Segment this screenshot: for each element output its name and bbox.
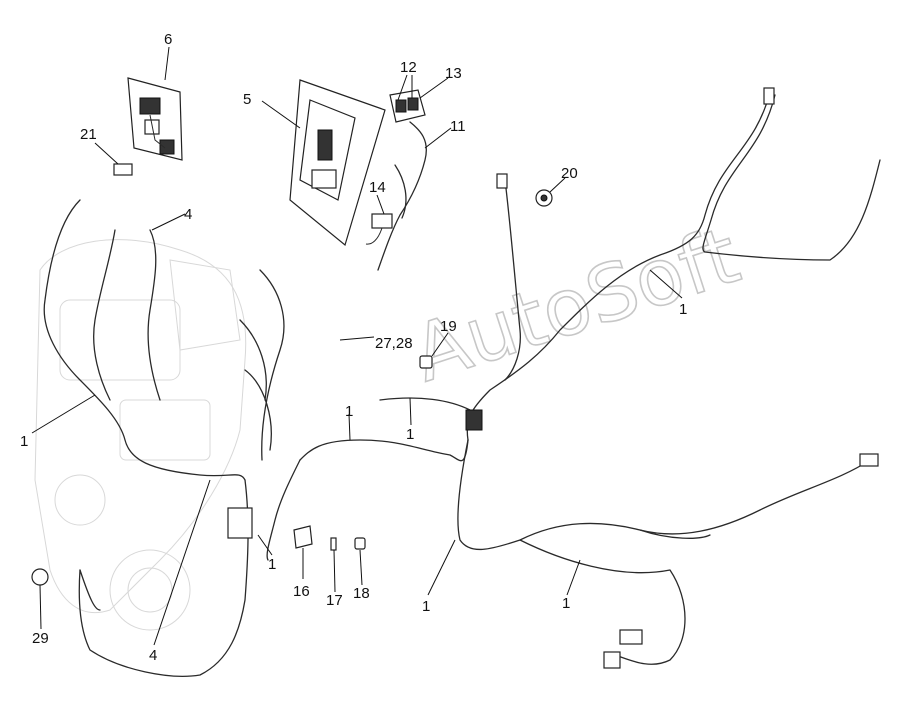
part-1-main-harness [43, 87, 881, 677]
part-21-clip [113, 163, 133, 176]
callout-18: 18 [353, 585, 370, 602]
part-5-control-panel [289, 79, 386, 247]
callout-14: 14 [369, 179, 386, 196]
part-11-branch [394, 164, 407, 219]
callout-11: 11 [450, 118, 466, 135]
callout-1-lower: 1 [268, 556, 276, 573]
part-17-pin [330, 537, 337, 551]
callout-17: 17 [326, 592, 343, 609]
callout-5: 5 [243, 91, 251, 108]
part-19-sensor [419, 355, 433, 369]
part-18-cap [354, 537, 366, 550]
callout-27-28: 27,28 [375, 335, 413, 352]
part-16-switch [293, 525, 313, 549]
part-12-13-relay-block [389, 89, 426, 123]
part-11-cable [377, 121, 427, 271]
callout-4-bottom: 4 [149, 647, 157, 664]
part-29-plug [31, 568, 49, 586]
callout-13: 13 [445, 65, 462, 82]
callout-16: 16 [293, 583, 310, 600]
part-14-connector [365, 213, 393, 245]
callout-labels: 6 21 4 5 12 13 11 14 20 19 27,28 1 1 1 1… [20, 31, 687, 664]
callout-21: 21 [80, 126, 97, 143]
callout-1-left: 1 [20, 433, 28, 450]
callout-1-center: 1 [345, 403, 353, 420]
leader-lines [31, 46, 683, 646]
callout-6: 6 [164, 31, 172, 48]
callout-1-bottom-right: 1 [562, 595, 570, 612]
engine-background [34, 239, 247, 631]
callout-12: 12 [400, 59, 417, 76]
callout-1-right: 1 [679, 301, 687, 318]
callout-20: 20 [561, 165, 578, 182]
callout-4-top: 4 [184, 206, 192, 223]
callout-19: 19 [440, 318, 457, 335]
callout-1-middle: 1 [406, 426, 414, 443]
part-20-grommet [535, 189, 553, 207]
watermark-text: AutoSoft [403, 211, 749, 400]
callout-1-bottom: 1 [422, 598, 430, 615]
part-6-relay-bracket [127, 77, 183, 161]
callout-29: 29 [32, 630, 49, 647]
